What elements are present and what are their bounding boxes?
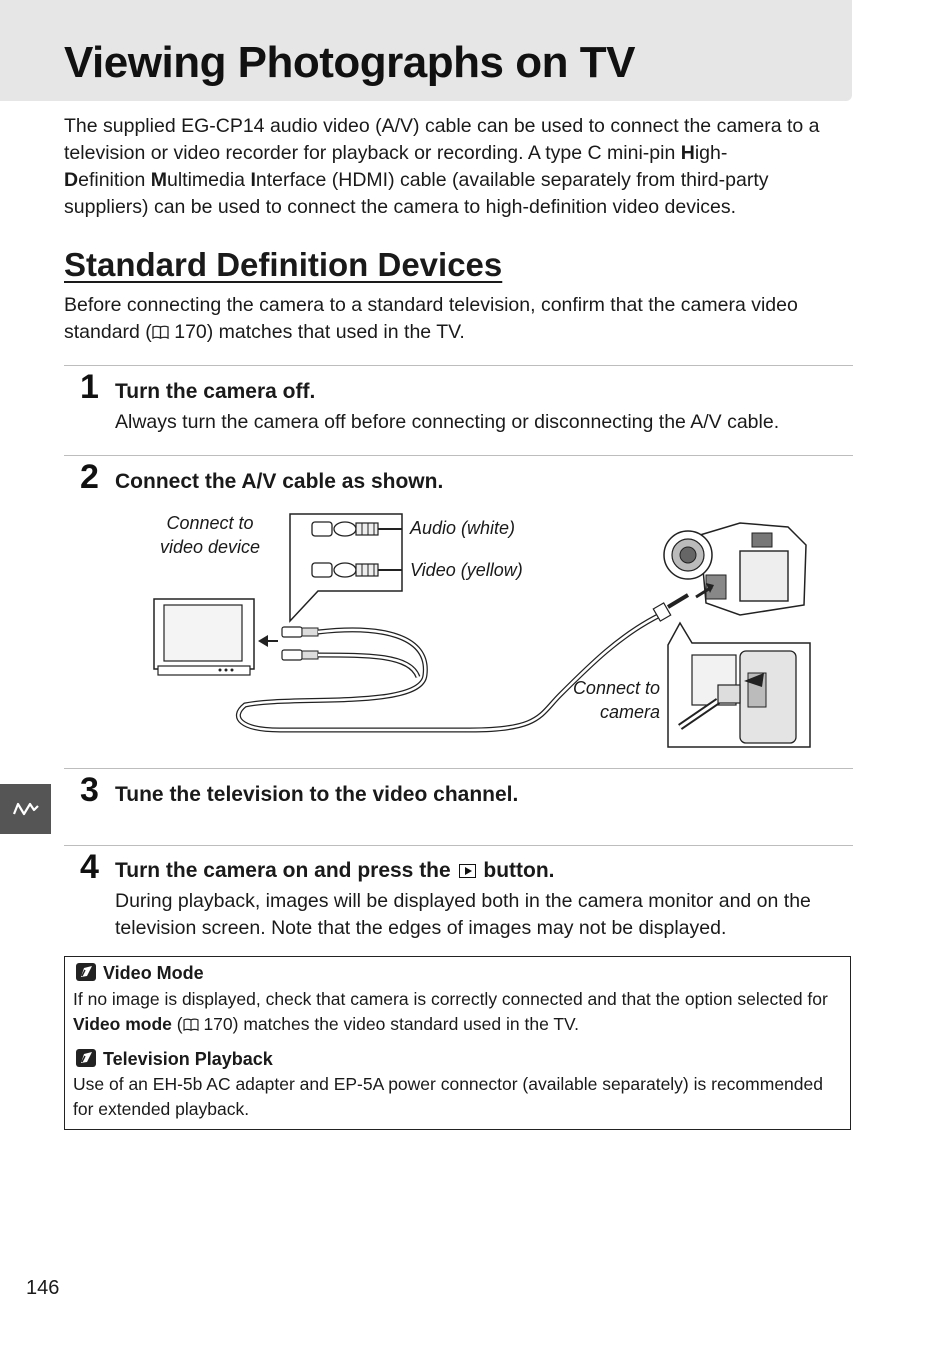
intro-text: efinition: [78, 169, 151, 191]
note-video-mode-text: If no image is displayed, check that cam…: [73, 987, 843, 1036]
video-plug-icon: [311, 562, 402, 578]
camera-icon: [663, 522, 807, 616]
label-line: Connect to: [166, 513, 254, 533]
title-band: [0, 0, 852, 101]
label-line: Connect to: [572, 678, 660, 698]
intro-text: The supplied EG-CP14 audio video (A/V) c…: [64, 115, 820, 164]
notes-box: Video Mode If no image is displayed, che…: [64, 956, 851, 1130]
label-line: video device: [159, 537, 261, 557]
intro-letter-m: M: [150, 169, 167, 191]
step-divider: [64, 845, 853, 846]
step-divider: [64, 768, 853, 769]
intro-text: ultimedia: [166, 169, 251, 191]
book-icon: [183, 1018, 199, 1031]
step-1-title: Turn the camera off.: [115, 380, 316, 403]
note-heading-text: Video Mode: [103, 963, 204, 983]
label-video-yellow: Video (yellow): [410, 560, 523, 580]
step-1-number: 1: [80, 368, 99, 406]
section-title: Standard Definition Devices: [64, 246, 503, 283]
note-text: 170) matches the video standard used in …: [198, 1013, 579, 1034]
intro-paragraph: The supplied EG-CP14 audio video (A/V) c…: [64, 113, 854, 221]
intro-letter-h: H: [680, 142, 695, 164]
note-heading-television-playback: Television Playback: [75, 1048, 273, 1070]
step-4-body: During playback, images will be displaye…: [115, 890, 811, 939]
step-4-title: Turn the camera on and press the button.: [115, 859, 555, 883]
note-text: (: [171, 1013, 183, 1034]
label-connect-video-device: Connect to video device: [154, 511, 266, 559]
pencil-check-icon: [76, 963, 96, 981]
pencil-check-icon: [76, 1049, 96, 1067]
note-bold-text: Video mode: [73, 1013, 172, 1034]
step-divider: [64, 455, 853, 456]
section-intro-ref: 170) matches that used in the TV.: [168, 321, 465, 343]
av-connection-diagram: Connect to video device Audio (white) Vi…: [140, 505, 820, 755]
playback-button-icon: [458, 864, 476, 878]
side-tab-playback: [0, 784, 51, 834]
television-icon: [153, 598, 255, 676]
step-4-title-text: Turn the camera on and press the: [115, 859, 457, 882]
intro-text: igh-: [694, 142, 728, 164]
playback-wave-icon: [12, 802, 39, 816]
section-intro: Before connecting the camera to a standa…: [64, 292, 854, 346]
label-line: camera: [599, 702, 660, 722]
note-heading-video-mode: Video Mode: [75, 962, 204, 984]
section-intro-text: Before connecting the camera to a standa…: [64, 294, 798, 343]
note-television-playback-text: Use of an EH-5b AC adapter and EP-5A pow…: [73, 1074, 823, 1119]
note-text: If no image is displayed, check that cam…: [73, 989, 828, 1009]
step-4-number: 4: [80, 848, 99, 886]
label-connect-camera: Connect to camera: [560, 676, 660, 724]
step-2-number: 2: [80, 458, 99, 496]
audio-plug-icon: [311, 521, 402, 537]
av-connection-illustration: [153, 513, 811, 748]
note-heading-text: Television Playback: [103, 1049, 273, 1069]
label-audio-white: Audio (white): [410, 518, 516, 538]
intro-letter-i: I: [250, 169, 256, 191]
camera-port-detail-icon: [678, 650, 797, 744]
page-title: Viewing Photographs on TV: [64, 38, 635, 87]
step-2-title: Connect the A/V cable as shown.: [115, 470, 444, 493]
step-3-number: 3: [80, 771, 99, 809]
step-4-title-text: button.: [477, 859, 555, 882]
book-icon: [152, 325, 169, 340]
step-3-title: Tune the television to the video channel…: [115, 783, 519, 806]
intro-text: nterface (HDMI) cable (available separat…: [64, 169, 769, 218]
page-number: 146: [26, 1277, 60, 1299]
intro-letter-d: D: [64, 169, 79, 191]
step-divider: [64, 365, 853, 366]
step-1-body: Always turn the camera off before connec…: [115, 411, 780, 433]
